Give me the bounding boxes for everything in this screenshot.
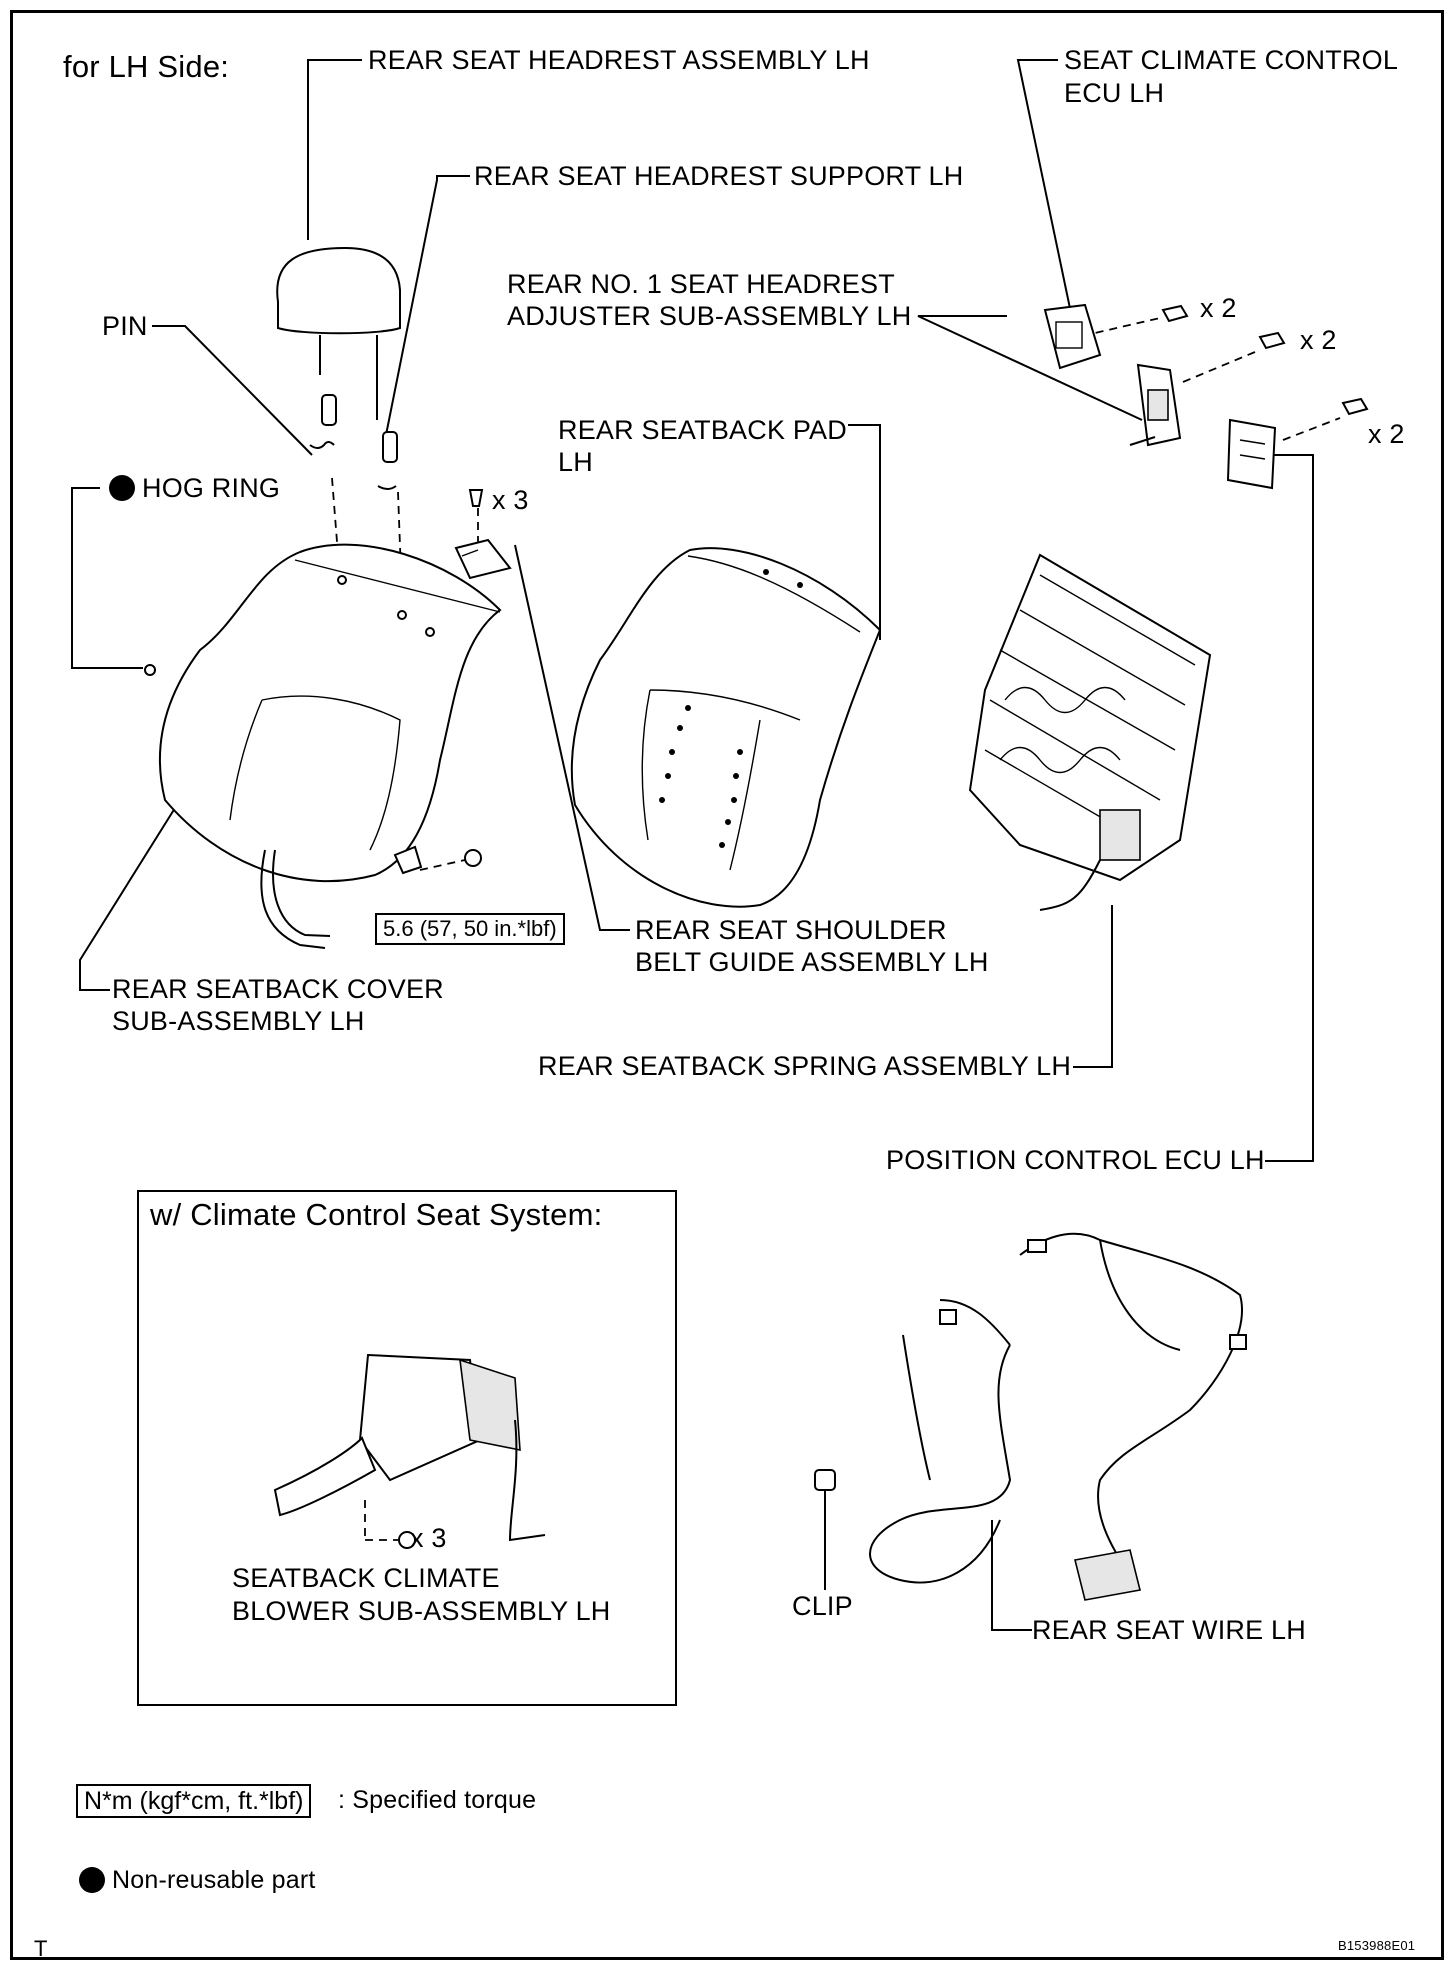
qty-position-ecu-bolts: x 2 bbox=[1368, 419, 1405, 449]
label-adjuster-line1: REAR NO. 1 SEAT HEADREST bbox=[507, 269, 895, 299]
qty-blower-nuts: x 3 bbox=[410, 1523, 447, 1553]
climate-seat-subsection bbox=[137, 1190, 677, 1706]
label-headrest: REAR SEAT HEADREST ASSEMBLY LH bbox=[368, 45, 870, 75]
label-blower-line2: BLOWER SUB-ASSEMBLY LH bbox=[232, 1596, 611, 1626]
label-headrest-support: REAR SEAT HEADREST SUPPORT LH bbox=[474, 161, 964, 191]
label-blower-line1: SEATBACK CLIMATE bbox=[232, 1563, 500, 1593]
headrest-drawing bbox=[276, 246, 401, 490]
label-position-ecu: POSITION CONTROL ECU LH bbox=[886, 1145, 1265, 1175]
label-cover-line2: SUB-ASSEMBLY LH bbox=[112, 1006, 365, 1036]
label-clip: CLIP bbox=[792, 1591, 853, 1621]
label-hog-ring: HOG RING bbox=[142, 473, 281, 503]
footer-left-mark: T bbox=[34, 1936, 48, 1961]
leader-lines bbox=[71, 59, 1314, 1631]
climate-ecu-drawing bbox=[1043, 303, 1369, 416]
rear-seat-wire-drawing bbox=[869, 1232, 1247, 1601]
label-rear-seat-wire: REAR SEAT WIRE LH bbox=[1032, 1615, 1306, 1645]
figure-id: B153988E01 bbox=[1338, 1938, 1416, 1953]
qty-guide-screws: x 3 bbox=[492, 485, 529, 515]
label-adjuster-line2: ADJUSTER SUB-ASSEMBLY LH bbox=[507, 301, 912, 331]
legend-nonreusable-dot bbox=[79, 1867, 105, 1893]
label-climate-ecu-line1: SEAT CLIMATE CONTROL bbox=[1064, 45, 1399, 75]
label-climate-ecu-line2: ECU LH bbox=[1064, 78, 1165, 108]
seatback-cover-drawing bbox=[158, 543, 502, 949]
qty-adjuster-bolts: x 2 bbox=[1300, 325, 1337, 355]
label-shoulder-guide-line2: BELT GUIDE ASSEMBLY LH bbox=[635, 947, 989, 977]
belt-guide-drawing bbox=[454, 489, 512, 580]
clip-drawing bbox=[814, 1469, 836, 1491]
legend-nonreusable-text: Non-reusable part bbox=[112, 1866, 316, 1894]
blower-drawing bbox=[273, 1353, 546, 1549]
label-pin: PIN bbox=[102, 311, 148, 341]
hog-ring-nonreusable-dot bbox=[109, 475, 135, 501]
label-shoulder-guide-line1: REAR SEAT SHOULDER bbox=[635, 915, 947, 945]
headrest-adjuster-drawing bbox=[1129, 363, 1182, 447]
torque-spec-box: 5.6 (57, 50 in.*lbf) bbox=[375, 913, 565, 945]
label-cover-line1: REAR SEATBACK COVER bbox=[112, 974, 444, 1004]
label-spring: REAR SEATBACK SPRING ASSEMBLY LH bbox=[538, 1051, 1072, 1081]
subsection-title: w/ Climate Control Seat System: bbox=[150, 1197, 603, 1232]
label-pad-line2: LH bbox=[558, 447, 593, 477]
diagram-frame bbox=[10, 10, 1444, 1960]
seatback-pad-drawing bbox=[570, 547, 882, 908]
qty-ecu-bolts: x 2 bbox=[1200, 293, 1237, 323]
seatback-spring-drawing bbox=[968, 553, 1212, 911]
header-title: for LH Side: bbox=[63, 49, 230, 84]
legend-torque-units: N*m (kgf*cm, ft.*lbf) bbox=[76, 1784, 312, 1818]
label-pad-line1: REAR SEATBACK PAD bbox=[558, 415, 847, 445]
legend-torque-text: : Specified torque bbox=[338, 1786, 537, 1814]
position-ecu-drawing bbox=[1226, 418, 1277, 490]
